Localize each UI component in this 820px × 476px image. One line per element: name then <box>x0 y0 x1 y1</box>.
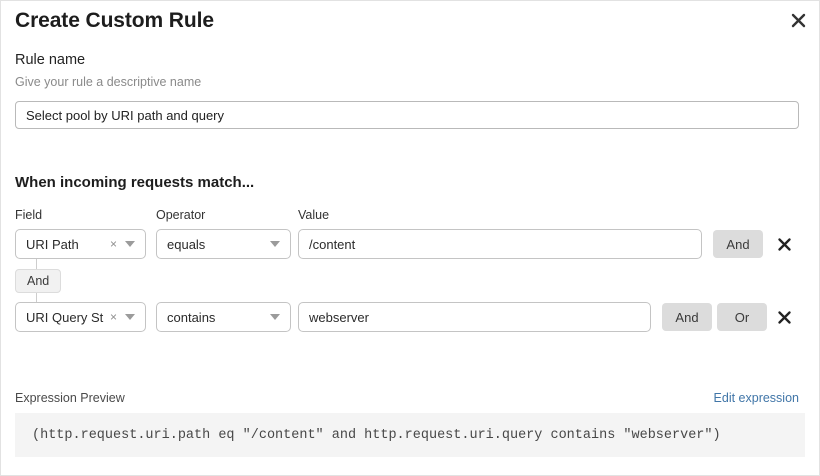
column-header-value: Value <box>298 208 330 222</box>
chevron-down-icon[interactable] <box>270 241 280 247</box>
delete-condition-button-1[interactable] <box>773 303 795 331</box>
expression-preview-box: (http.request.uri.path eq "/content" and… <box>15 413 805 457</box>
page-title: Create Custom Rule <box>15 9 214 32</box>
delete-condition-button-0[interactable] <box>773 230 795 258</box>
clear-icon[interactable]: × <box>109 310 117 324</box>
column-header-operator: Operator <box>156 208 206 222</box>
expression-preview-text: (http.request.uri.path eq "/content" and… <box>32 427 721 443</box>
column-header-field: Field <box>15 208 43 222</box>
close-icon[interactable] <box>785 7 811 33</box>
and-button-1[interactable]: And <box>662 303 712 331</box>
delete-icon <box>777 237 791 251</box>
operator-select-0[interactable]: equals <box>156 229 291 259</box>
expression-preview-label: Expression Preview <box>15 391 125 405</box>
match-section-heading: When incoming requests match... <box>15 174 255 191</box>
close-icon-glyph <box>791 13 805 27</box>
condition-row: URI Path × equals And <box>1 229 819 259</box>
connector-and-button[interactable]: And <box>15 269 62 293</box>
field-select-0-value: URI Path <box>26 236 79 252</box>
edit-expression-link[interactable]: Edit expression <box>713 391 799 405</box>
delete-icon <box>777 310 791 324</box>
field-select-0[interactable]: URI Path × <box>15 229 146 259</box>
condition-row: URI Query St... × contains And Or <box>1 302 819 332</box>
connector-line-bottom <box>36 293 37 303</box>
operator-select-1-value: contains <box>167 309 216 325</box>
value-input-0[interactable] <box>298 229 702 259</box>
rule-name-input[interactable] <box>15 101 799 129</box>
rule-name-label: Rule name <box>15 52 86 68</box>
field-select-1[interactable]: URI Query St... × <box>15 302 146 332</box>
operator-select-1[interactable]: contains <box>156 302 291 332</box>
field-select-1-value: URI Query St... <box>26 309 104 325</box>
and-button-0[interactable]: And <box>713 230 763 258</box>
operator-select-0-value: equals <box>167 236 206 252</box>
chevron-down-icon[interactable] <box>270 314 280 320</box>
clear-icon[interactable]: × <box>109 237 117 251</box>
or-button-1[interactable]: Or <box>717 303 767 331</box>
connector-line-top <box>36 259 37 270</box>
chevron-down-icon[interactable] <box>125 314 135 320</box>
rule-name-help-text: Give your rule a descriptive name <box>15 75 202 89</box>
chevron-down-icon[interactable] <box>125 241 135 247</box>
value-input-1[interactable] <box>298 302 651 332</box>
